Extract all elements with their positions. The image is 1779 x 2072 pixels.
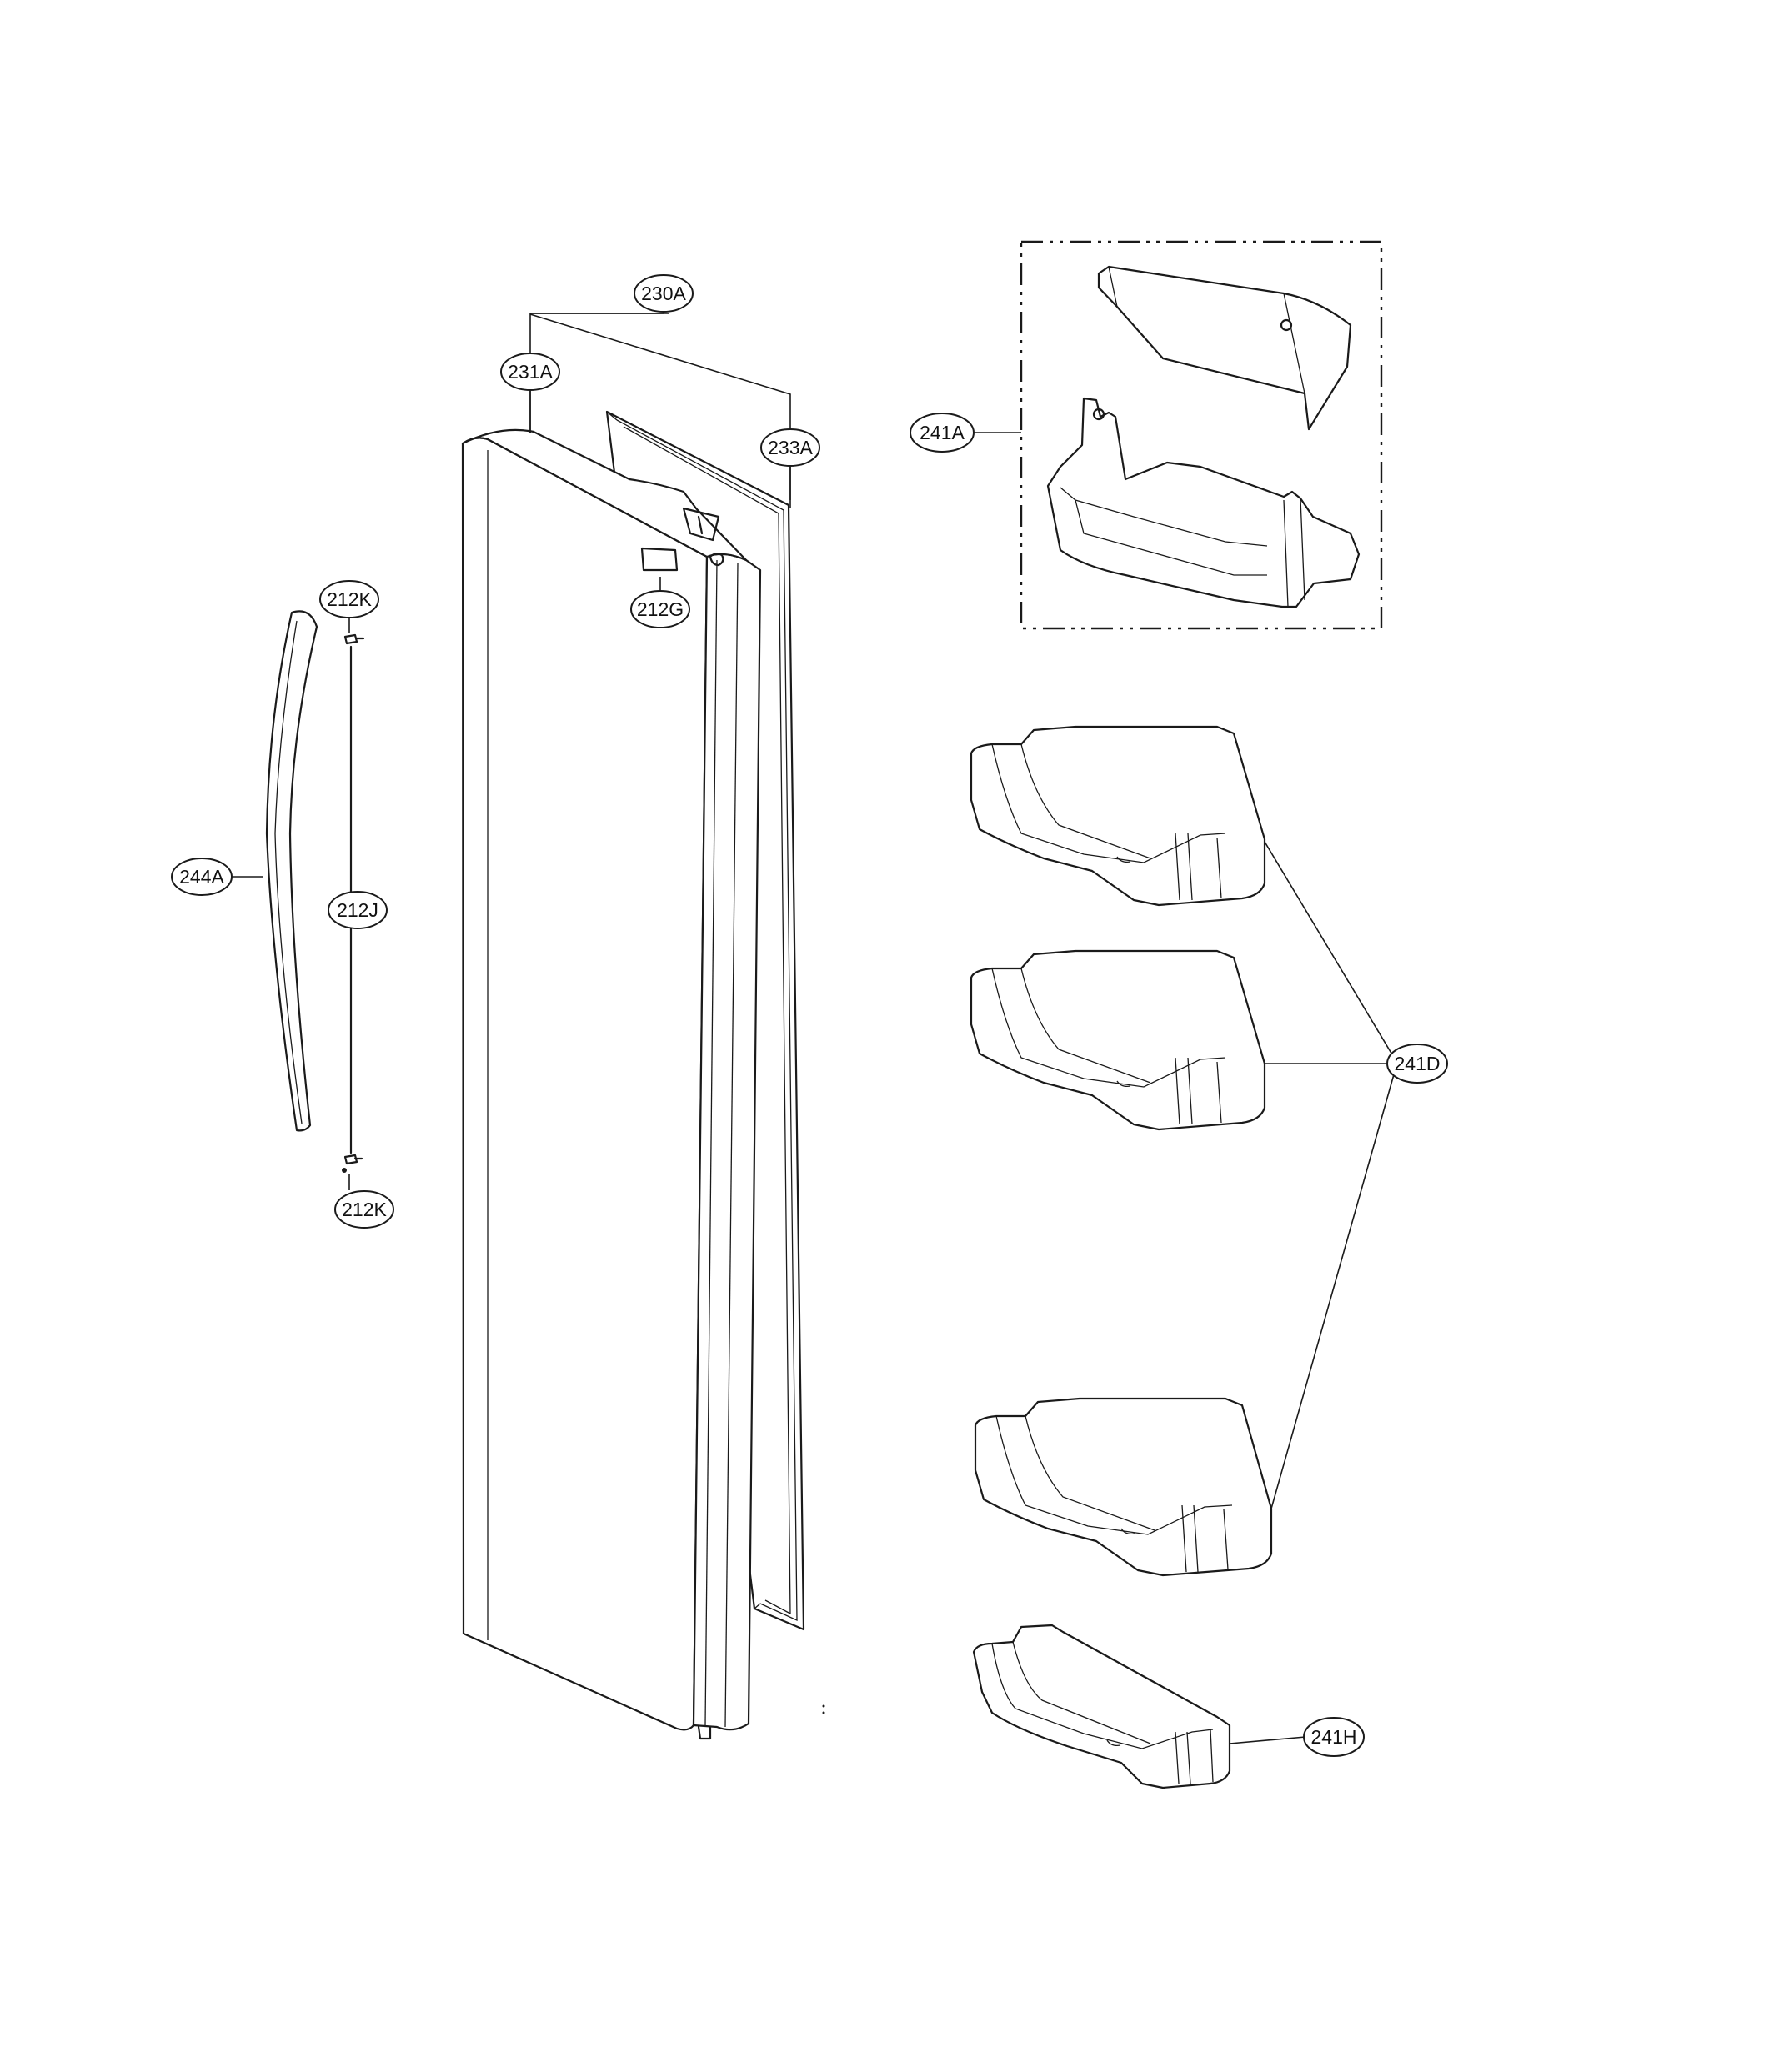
callout-230A: 230A — [634, 274, 694, 313]
callout-241A-text: 241A — [920, 422, 965, 443]
callout-212G: 212G — [630, 590, 690, 628]
callout-241A: 241A — [910, 413, 975, 453]
callout-212K-top-text: 212K — [327, 588, 372, 610]
door-bin-241D-1 — [970, 725, 1266, 907]
callout-233A: 233A — [760, 428, 820, 467]
callout-231A-text: 231A — [508, 361, 553, 383]
handle-244A — [265, 610, 318, 1132]
callout-233A-text: 233A — [768, 437, 813, 458]
callout-212K-bottom-text: 212K — [342, 1199, 387, 1220]
door-bin-241D-3 — [974, 1397, 1273, 1577]
callout-241D-text: 241D — [1395, 1053, 1441, 1074]
leader-lines — [232, 313, 1396, 1744]
callout-212J: 212J — [328, 891, 388, 929]
callout-230A-text: 230A — [641, 283, 686, 304]
callout-241D: 241D — [1386, 1044, 1448, 1084]
screw-212K-bottom — [342, 1154, 363, 1173]
door-bin-241H — [972, 1624, 1231, 1789]
callout-212K-bottom: 212K — [334, 1190, 394, 1229]
callout-241H: 241H — [1303, 1717, 1365, 1757]
callout-231A: 231A — [500, 353, 560, 391]
door-panel-231A — [461, 428, 825, 1740]
door-basket-assembly-241A — [1020, 240, 1383, 630]
callout-244A-text: 244A — [179, 866, 224, 888]
callout-212G-text: 212G — [637, 598, 684, 620]
callout-241H-text: 241H — [1311, 1726, 1357, 1748]
callout-212K-top: 212K — [319, 580, 379, 618]
door-bin-241D-2 — [970, 949, 1266, 1131]
screw-212K-top — [343, 633, 365, 645]
callout-212J-text: 212J — [337, 899, 378, 921]
callout-244A: 244A — [171, 858, 233, 896]
